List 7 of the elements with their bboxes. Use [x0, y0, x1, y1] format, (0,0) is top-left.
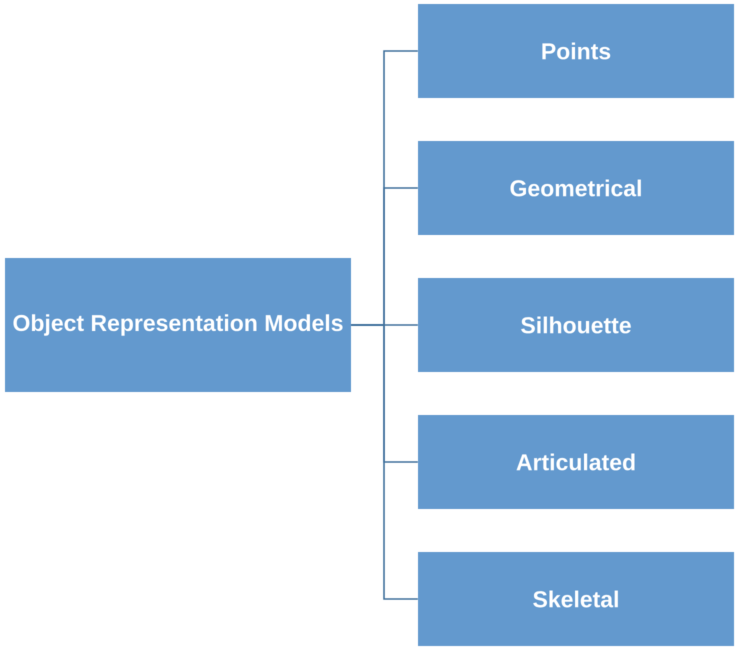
box: Object Representation Models	[5, 258, 351, 392]
box: Silhouette	[418, 278, 734, 372]
box: Articulated	[418, 415, 734, 509]
connector	[351, 324, 418, 600]
box: Points	[418, 4, 734, 98]
box: Skeletal	[418, 552, 734, 646]
box: Geometrical	[418, 141, 734, 235]
